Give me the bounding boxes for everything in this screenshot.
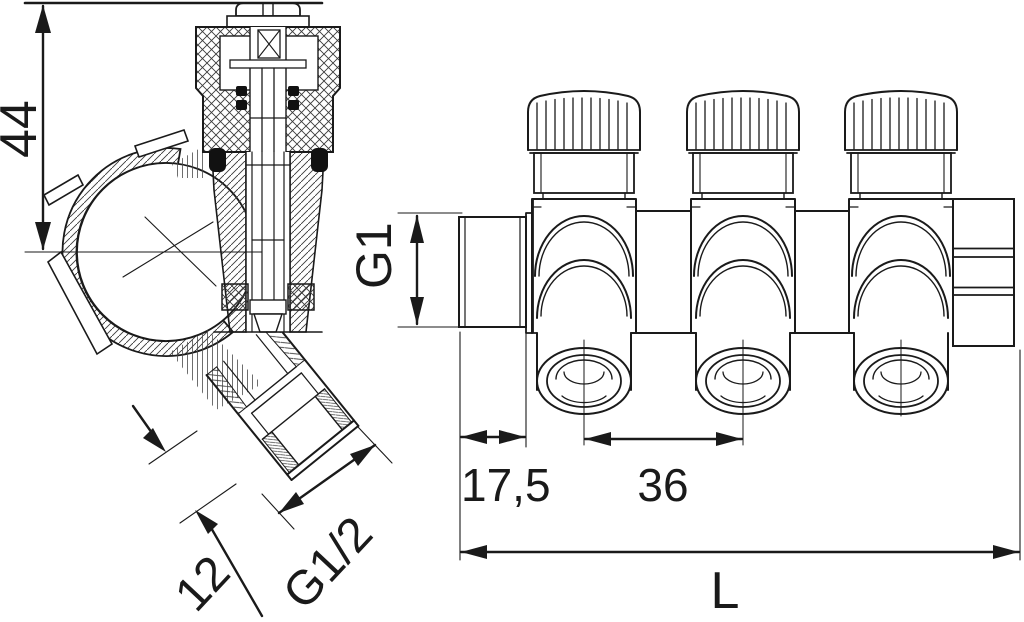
end-block-female [952, 198, 1015, 347]
manifold-bar [630, 210, 855, 334]
bonnet-o-rings [209, 148, 328, 172]
knurled-cap [195, 26, 341, 153]
dimension-44: 44 [0, 1, 324, 253]
body-lug-top [133, 128, 190, 159]
stem-seals [236, 86, 299, 110]
body-lug-left [42, 173, 85, 207]
valve-bonnet [209, 148, 328, 333]
dim-36-label: 36 [637, 459, 688, 511]
dim-17-5-label: 17,5 [461, 459, 551, 511]
valve-unit-2 [686, 89, 800, 446]
port-housing-3 [848, 198, 954, 417]
dimension-12: 12 [131, 404, 264, 622]
front-view-manifold: G1 17,5 36 L [346, 89, 1021, 620]
dim-g1-label: G1 [346, 222, 402, 289]
outlet-tube [205, 319, 360, 481]
valve-unit-3 [844, 89, 958, 417]
body-lug-bottom [46, 250, 114, 356]
dimension-17-5: 17,5 [459, 331, 551, 561]
side-section-view: 44 12 G1/2 [0, 1, 393, 622]
hatch-neck-patch [172, 146, 204, 178]
port-housing-1 [531, 198, 637, 446]
dimension-g1: G1 [346, 212, 463, 328]
port-housing-2 [690, 198, 796, 446]
valve-unit-1 [527, 89, 641, 446]
inlet-stub-g1 [458, 198, 538, 334]
knob-3 [844, 89, 958, 200]
packing-nut-right [287, 283, 315, 311]
dim-l-label: L [711, 562, 740, 620]
knob-1 [527, 89, 641, 200]
knob-2 [686, 89, 800, 200]
packing-nut-left [221, 283, 249, 311]
cap-screw [226, 2, 310, 28]
dimension-l: L [459, 349, 1021, 620]
dim-44-label: 44 [0, 100, 48, 158]
dimension-36: 36 [583, 432, 744, 511]
